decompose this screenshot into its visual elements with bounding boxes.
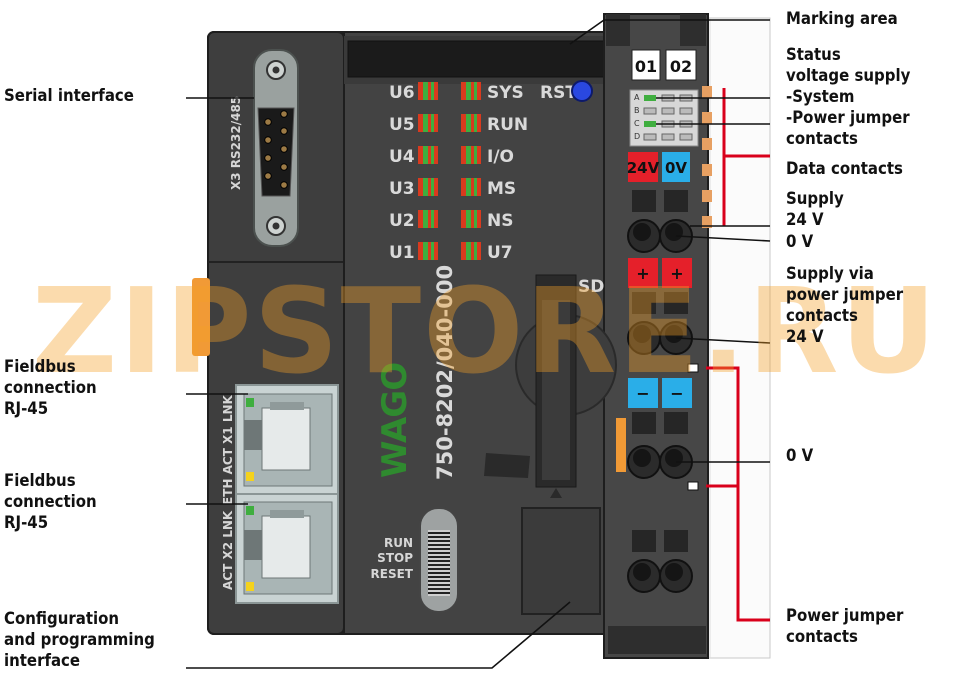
- rj45-port-x2[interactable]: [243, 501, 333, 595]
- led-label-sys: SYS: [487, 83, 524, 103]
- tag-0v-text: 0V: [665, 159, 687, 177]
- sd-eject-arrow: [550, 488, 562, 498]
- led-label-u6: U6: [389, 83, 415, 103]
- label-status-voltage: Status voltage supply -System -Power jum…: [786, 45, 911, 149]
- label-supply-24v: Supply 24 V: [786, 189, 844, 230]
- label-marking-area: Marking area: [786, 9, 898, 29]
- slot-01: 01: [635, 57, 657, 76]
- slot-02: 02: [670, 57, 692, 76]
- x2-led-green: [246, 506, 254, 515]
- label-serial-interface: Serial interface: [4, 86, 134, 106]
- label-supply-jumper: Supply via power jumper contacts 24 V: [786, 264, 904, 347]
- tag-24v: [628, 152, 658, 182]
- x1-led-green: [246, 398, 254, 407]
- mode-switch[interactable]: [419, 507, 459, 613]
- jumper-clips: [687, 363, 699, 491]
- model-number: 750-8202/040-000: [433, 265, 457, 480]
- status-row-c: C: [634, 119, 640, 128]
- tag-24v-text: 24V: [627, 159, 660, 177]
- led-label-ms: MS: [487, 179, 516, 199]
- label-0v-top: 0 V: [786, 232, 814, 252]
- data-contact-pins: [702, 86, 712, 228]
- led-label-u2: U2: [389, 211, 415, 231]
- status-row-a: A: [634, 93, 640, 102]
- push-tag-minus-2[interactable]: [662, 378, 692, 408]
- sd-lever: [484, 453, 530, 478]
- push-tag-plus-1[interactable]: [628, 258, 658, 288]
- plus-2-text: +: [670, 264, 683, 283]
- status-led-matrix: [418, 82, 481, 260]
- led-right-column: [461, 82, 481, 260]
- x2-led-yellow: [246, 582, 254, 591]
- terminal-row-1[interactable]: [627, 190, 693, 253]
- callout-brackets: [706, 88, 770, 622]
- serial-port-label: X3 RS232/485: [229, 96, 243, 190]
- leader-lines: [186, 19, 771, 669]
- plus-1-text: +: [636, 264, 649, 283]
- led-label-u7: U7: [487, 243, 513, 263]
- minus-1-text: −: [636, 384, 649, 403]
- mode-label-stop: STOP: [377, 551, 413, 565]
- led-label-u4: U4: [389, 147, 415, 167]
- label-fieldbus-2: Fieldbus connection RJ-45: [4, 471, 97, 533]
- tag-0v: [662, 152, 690, 182]
- label-fieldbus-1: Fieldbus connection RJ-45: [4, 357, 97, 419]
- status-row-d: D: [634, 132, 640, 141]
- label-config-interface: Configuration and programming interface: [4, 609, 155, 671]
- mode-label-run: RUN: [384, 536, 413, 550]
- mode-label-reset: RESET: [371, 567, 414, 581]
- sd-label: SD: [578, 277, 604, 297]
- release-tab[interactable]: [192, 278, 210, 356]
- rj45-port-x1[interactable]: [243, 393, 333, 487]
- led-label-u1: U1: [389, 243, 415, 263]
- x1-port-label: ETH ACT X1 LNK: [221, 394, 235, 505]
- rst-label: RST: [540, 83, 577, 103]
- terminal-row-4[interactable]: [627, 530, 693, 593]
- x2-port-label: ACT X2 LNK: [221, 510, 235, 590]
- led-label-io: I/O: [487, 147, 514, 167]
- minus-2-text: −: [670, 384, 683, 403]
- service-interface-cover[interactable]: [521, 507, 601, 615]
- x1-led-yellow: [246, 472, 254, 481]
- slot-02-tag: [665, 49, 697, 81]
- marking-slot: [347, 40, 613, 78]
- label-power-jumper: Power jumper contacts: [786, 606, 904, 647]
- slot-01-tag: [631, 49, 661, 81]
- serial-port[interactable]: [253, 49, 299, 247]
- label-0v-mid: 0 V: [786, 446, 814, 466]
- push-tag-plus-2[interactable]: [662, 258, 692, 288]
- terminal-row-2[interactable]: [627, 292, 693, 355]
- wago-logo: WAGO: [375, 363, 415, 478]
- led-label-run: RUN: [487, 115, 528, 135]
- led-left-column: [418, 82, 438, 260]
- led-label-ns: NS: [487, 211, 513, 231]
- mode-switch-labels: RUN STOP RESET: [371, 536, 414, 581]
- led-label-u3: U3: [389, 179, 415, 199]
- orange-jumper-tab: [616, 418, 626, 472]
- status-row-b: B: [634, 106, 640, 115]
- led-label-u5: U5: [389, 115, 415, 135]
- label-data-contacts: Data contacts: [786, 159, 903, 179]
- reset-button[interactable]: [571, 80, 593, 102]
- push-tag-minus-1[interactable]: [628, 378, 658, 408]
